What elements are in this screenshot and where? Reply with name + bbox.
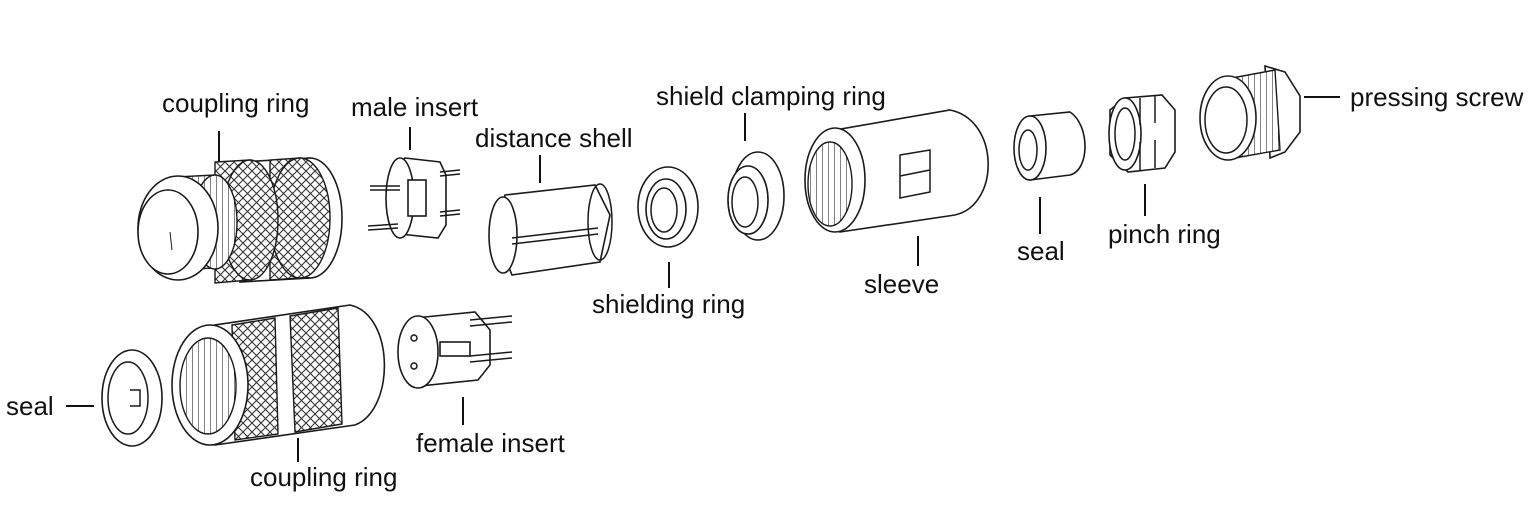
- shield-clamping-ring-part: [727, 151, 785, 241]
- shielding-ring-label: shielding ring: [592, 289, 745, 319]
- coupling-ring-bottom-part: [171, 304, 386, 446]
- shield-clamping-ring-label: shield clamping ring: [656, 81, 886, 111]
- coupling-ring-top-part: [137, 157, 343, 284]
- distance-shell-part: [488, 183, 613, 276]
- distance-shell-label: distance shell: [475, 123, 633, 153]
- coupling-ring-top-label: coupling ring: [162, 88, 309, 118]
- female-insert-label: female insert: [416, 428, 566, 458]
- seal-top-part: [1013, 111, 1086, 181]
- pressing-screw-label: pressing screw: [1350, 82, 1524, 112]
- seal-bottom-part: [101, 349, 163, 447]
- pressing-screw-part: [1199, 64, 1301, 161]
- male-insert-part: [367, 157, 461, 239]
- male-insert-label: male insert: [351, 92, 479, 122]
- seal-bottom-label: seal: [6, 391, 54, 421]
- shielding-ring-part: [637, 166, 699, 248]
- pinch-ring-label: pinch ring: [1108, 219, 1221, 249]
- pinch-ring-part: [1108, 94, 1176, 173]
- coupling-ring-bottom-label: coupling ring: [250, 462, 397, 492]
- seal-top-label: seal: [1017, 236, 1065, 266]
- sleeve-part: [804, 109, 989, 233]
- female-insert-part: [397, 311, 513, 389]
- sleeve-label: sleeve: [864, 269, 939, 299]
